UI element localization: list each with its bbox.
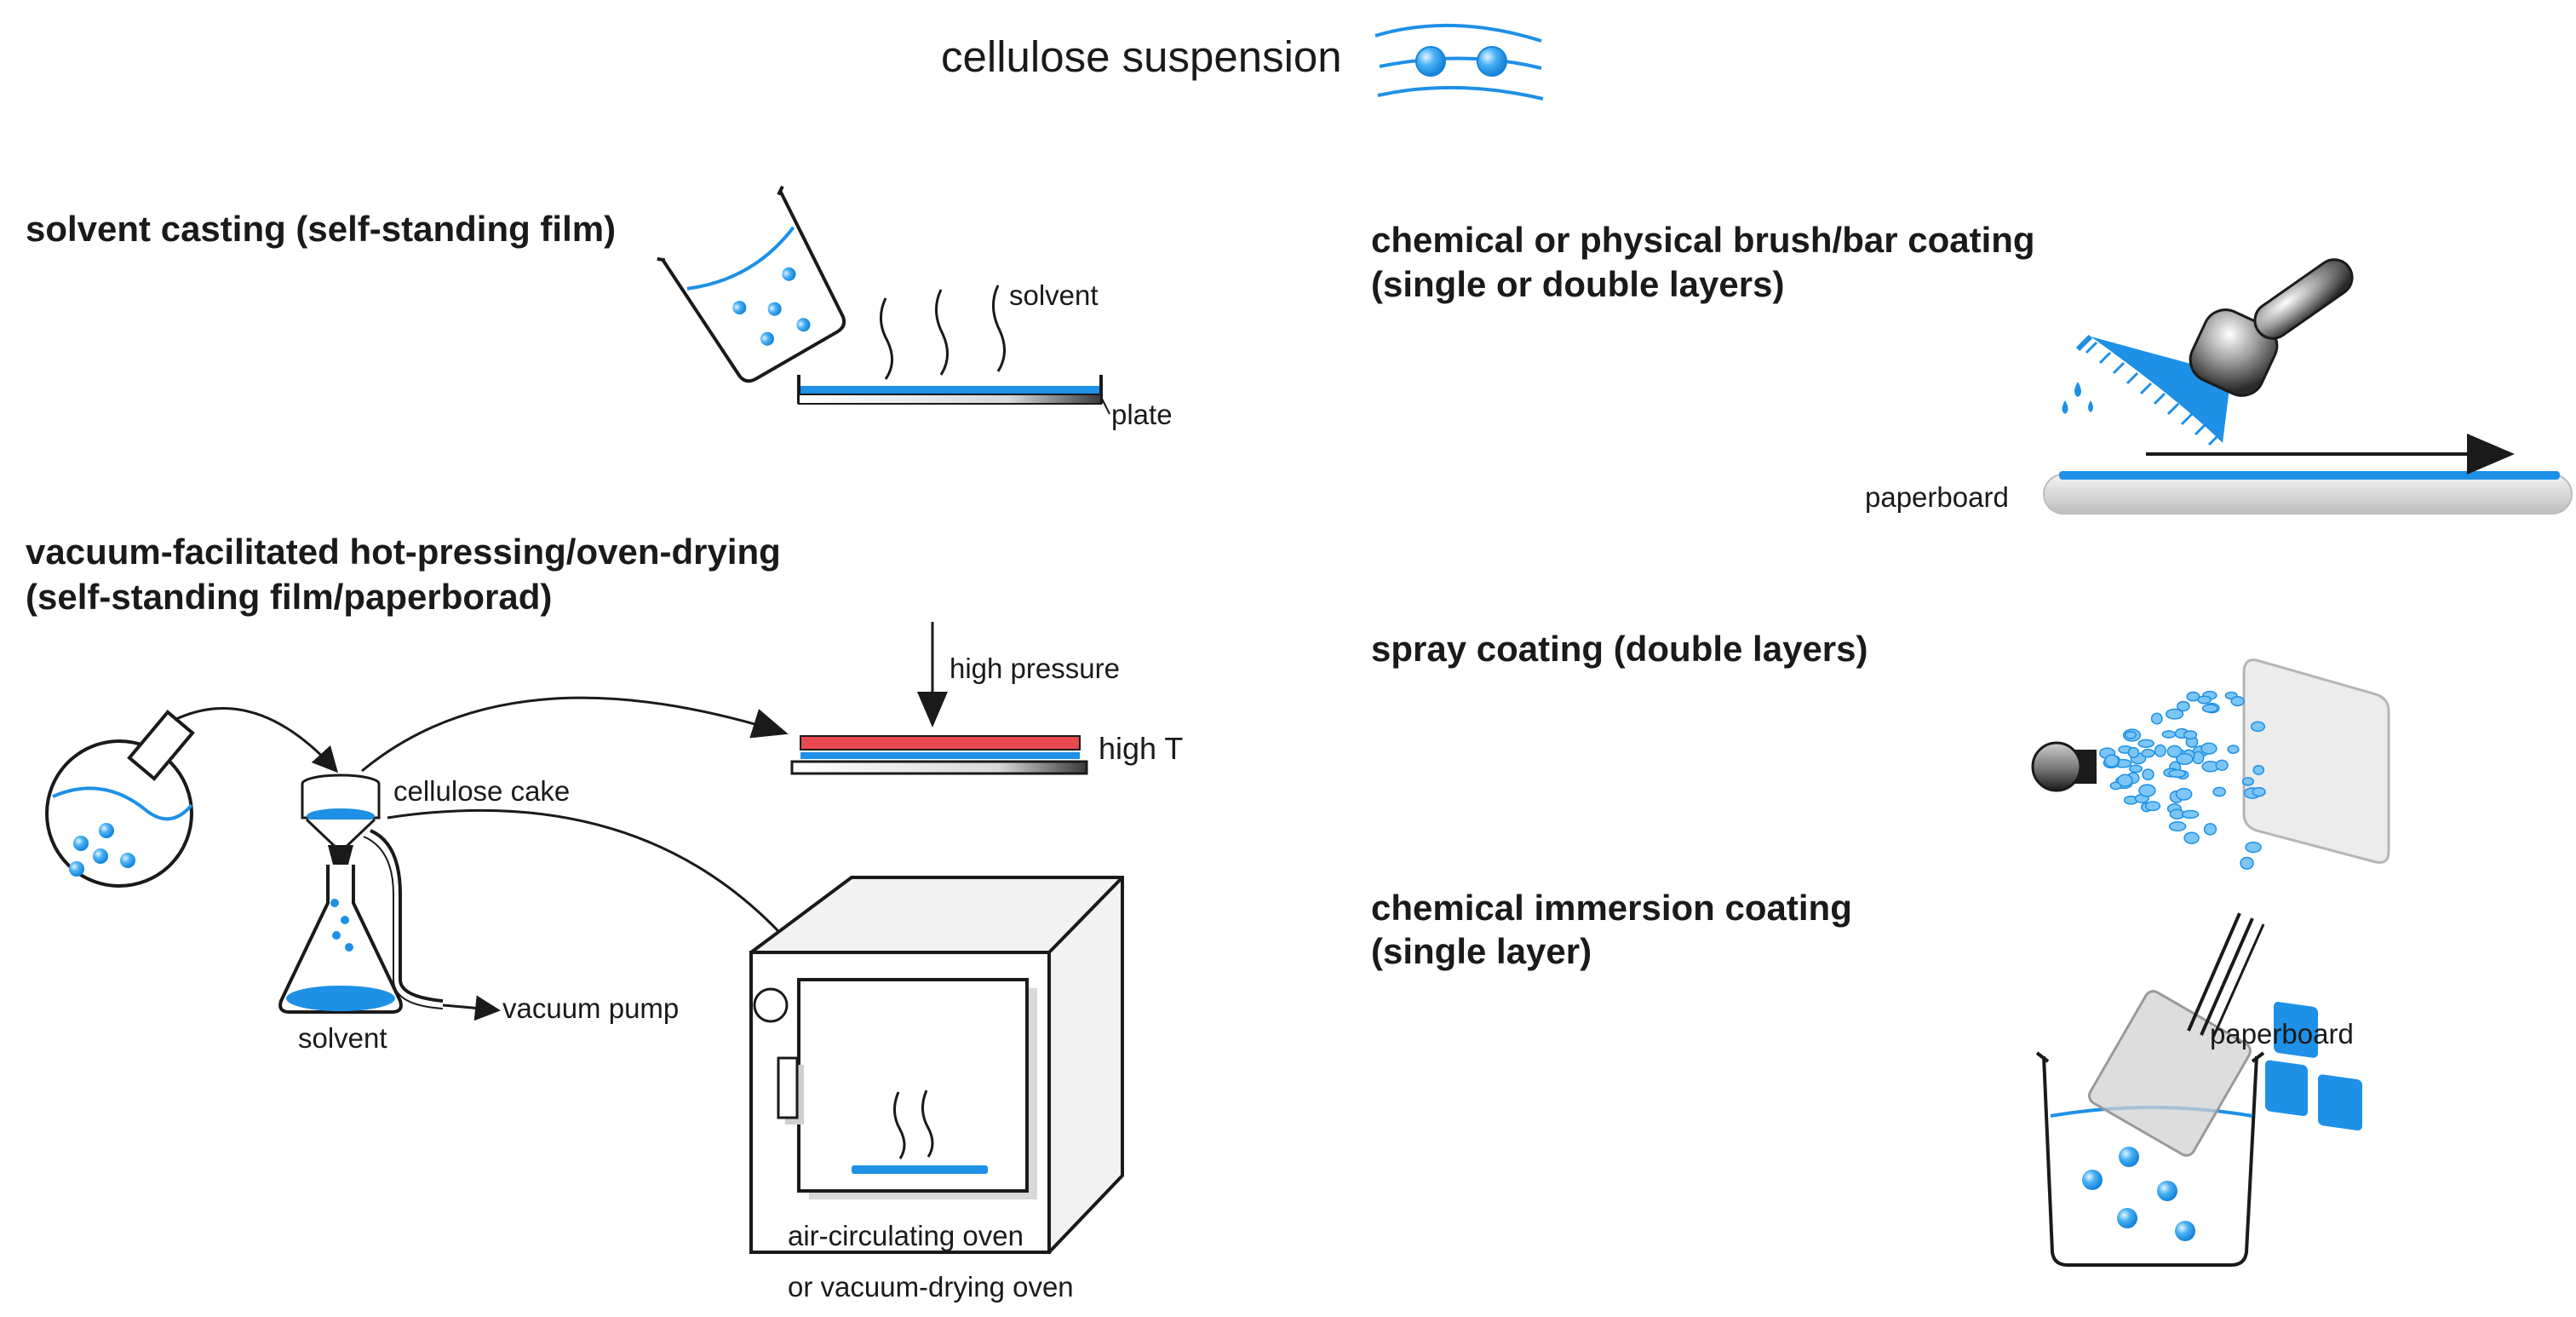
spray-droplet	[2227, 745, 2240, 754]
top-title: cellulose suspension	[941, 32, 1342, 81]
spray-droplet	[2168, 768, 2187, 779]
spray-droplet	[2215, 759, 2229, 771]
spray-droplet	[2165, 708, 2184, 720]
spray-droplet	[2181, 809, 2200, 820]
spray-droplet	[2203, 823, 2217, 836]
solvent-label: solvent	[1009, 279, 1099, 311]
spray-coating-heading: spray coating (double layers)	[1371, 629, 1868, 669]
erlenmeyer-flask-icon	[278, 865, 403, 1014]
spray-droplet	[2176, 753, 2194, 765]
spray-droplet	[2175, 787, 2193, 801]
spray-droplet	[2212, 786, 2227, 797]
immersion-coating-heading-line1: chemical immersion coating	[1371, 888, 1852, 928]
spray-droplet	[2127, 746, 2140, 758]
round-flask-icon	[45, 707, 339, 888]
arrow-to-hot-press	[361, 696, 789, 773]
vacuum-heading-line2: (self-standing film/paperborad)	[26, 577, 553, 617]
spray-droplet	[2240, 856, 2254, 870]
spray-droplet	[2200, 742, 2217, 755]
immersion-coating-heading-line2: (single layer)	[1371, 931, 1592, 971]
solvent-casting-heading: solvent casting (self-standing film)	[26, 209, 617, 249]
spray-droplet	[2168, 821, 2187, 832]
spray-droplet	[2252, 786, 2266, 797]
spray-droplet	[2230, 696, 2245, 707]
spray-droplet	[2128, 764, 2143, 774]
spray-droplets	[2099, 690, 2266, 870]
spray-droplet	[2150, 712, 2163, 725]
brush-icon	[2062, 258, 2354, 446]
solvent-vapor-icon	[880, 285, 1006, 380]
spray-droplet	[2186, 691, 2200, 702]
spray-droplet	[2183, 831, 2200, 844]
paperboard-board-icon	[2043, 471, 2573, 515]
vacuum-pump-arrow	[442, 995, 501, 1021]
oven-label-line1: air-circulating oven	[788, 1220, 1024, 1251]
immersion-paperboard-label: paperboard	[2210, 1018, 2354, 1050]
casting-plate-icon	[797, 375, 1110, 415]
cellulose-suspension-icon	[1374, 23, 1544, 101]
vacuum-pump-label: vacuum pump	[502, 992, 680, 1024]
spray-droplet	[2124, 730, 2137, 739]
high-pressure-label: high pressure	[950, 653, 1120, 684]
spray-droplet	[2137, 739, 2154, 748]
spray-droplet	[2166, 745, 2183, 758]
brush-coating-heading-line2: (single or double layers)	[1371, 264, 1785, 304]
spray-droplet	[2252, 764, 2265, 775]
oven-icon	[749, 876, 1124, 1254]
spray-droplet	[2161, 730, 2177, 739]
spray-droplet	[2183, 730, 2198, 740]
spray-droplet	[2201, 704, 2218, 713]
spray-droplet	[2142, 768, 2154, 780]
immersed-paperboard-icon	[2088, 990, 2252, 1157]
spray-droplet	[2197, 695, 2212, 705]
buchner-funnel-icon	[301, 774, 444, 1009]
brush-paperboard-label: paperboard	[1865, 481, 2009, 513]
brush-coating-heading-line1: chemical or physical brush/bar coating	[1371, 220, 2035, 260]
spray-nozzle-icon	[2031, 741, 2097, 792]
spray-droplet	[2141, 749, 2155, 758]
tweezers-icon	[2187, 912, 2265, 1040]
cellulose-cake-label: cellulose cake	[393, 775, 571, 807]
spray-droplet	[2177, 700, 2190, 712]
spray-droplet	[2245, 841, 2262, 854]
hot-press-icon	[790, 622, 1088, 775]
spray-droplet	[2138, 784, 2156, 797]
spray-droplet	[2154, 744, 2166, 757]
spray-droplet	[2104, 754, 2120, 768]
pouring-beaker-icon	[657, 185, 846, 383]
high-t-label: high T	[1099, 731, 1184, 766]
spray-target-board-icon	[2242, 658, 2390, 1131]
spray-droplet	[2250, 721, 2266, 733]
spray-droplet	[2241, 777, 2254, 786]
oven-label-line2: or vacuum-drying oven	[788, 1271, 1074, 1303]
flask-solvent-label: solvent	[298, 1022, 387, 1054]
plate-label: plate	[1111, 399, 1173, 430]
vacuum-heading-line1: vacuum-facilitated hot-pressing/oven-dry…	[26, 532, 781, 572]
spray-droplet	[2144, 801, 2161, 812]
spray-droplet	[2117, 774, 2133, 787]
